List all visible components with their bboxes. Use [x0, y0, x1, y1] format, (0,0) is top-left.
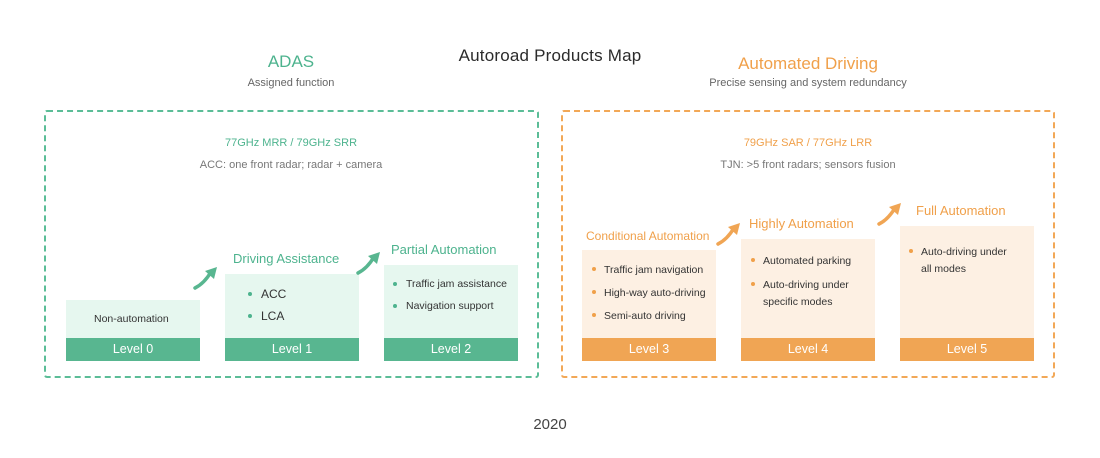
level-5-category: Full Automation: [916, 203, 1006, 218]
level-2-card: [384, 265, 518, 338]
level-4-category: Highly Automation: [749, 216, 854, 231]
level-0-badge: Level 0: [66, 338, 200, 361]
level-0-card: [66, 300, 200, 338]
level-3-item: Semi-auto driving: [592, 310, 686, 322]
level-2-item: Navigation support: [393, 300, 494, 312]
arrow-up-right-icon: [193, 267, 217, 290]
level-1-badge: Level 1: [225, 338, 359, 361]
level-5-item: Auto-driving under: [909, 246, 1007, 258]
level-3-item: Traffic jam navigation: [591, 264, 704, 276]
page-title: Autoroad Products Map: [458, 46, 642, 65]
adas-subtitle: Assigned function: [247, 77, 335, 89]
level-1-item: ACC: [247, 287, 287, 301]
level-4-item: specific modes: [763, 296, 833, 308]
level-4-badge: Level 4: [741, 338, 875, 361]
level-5-item: all modes: [921, 263, 966, 275]
level-4-item: Automated parking: [750, 255, 852, 267]
automated-frame: [561, 110, 1055, 378]
arrow-up-right-icon: [356, 252, 380, 275]
level-1-card: [225, 274, 359, 338]
level-2-item: Traffic jam assistance: [393, 278, 507, 290]
adas-radar-desc: ACC: one front radar; radar + camera: [199, 159, 383, 171]
adas-title: ADAS: [267, 52, 315, 71]
year-label: 2020: [533, 416, 567, 433]
automated-title: Automated Driving: [738, 54, 878, 73]
level-3-card: [582, 250, 716, 338]
automated-subtitle: Precise sensing and system redundancy: [709, 77, 907, 89]
level-5-badge: Level 5: [900, 338, 1034, 361]
level-4-card: [741, 239, 875, 338]
level-4-item: Auto-driving under: [751, 279, 849, 291]
adas-radar: 77GHz MRR / 79GHz SRR: [224, 137, 358, 149]
adas-frame: [44, 110, 539, 378]
level-3-item: High-way auto-driving: [592, 287, 706, 299]
level-0-item: Non-automation: [94, 313, 169, 325]
level-2-badge: Level 2: [384, 338, 518, 361]
level-1-item: LCA: [247, 309, 285, 323]
arrow-up-right-icon: [877, 203, 901, 226]
level-2-category: Partial Automation: [391, 242, 497, 257]
automated-radar-desc: TJN: >5 front radars; sensors fusion: [720, 159, 896, 171]
level-5-card: [900, 226, 1034, 338]
automated-radar: 79GHz SAR / 77GHz LRR: [743, 137, 873, 149]
level-3-badge: Level 3: [582, 338, 716, 361]
arrow-up-right-icon: [716, 223, 740, 246]
level-1-category: Driving Assistance: [233, 251, 340, 266]
level-3-category: Conditional Automation: [586, 229, 710, 243]
